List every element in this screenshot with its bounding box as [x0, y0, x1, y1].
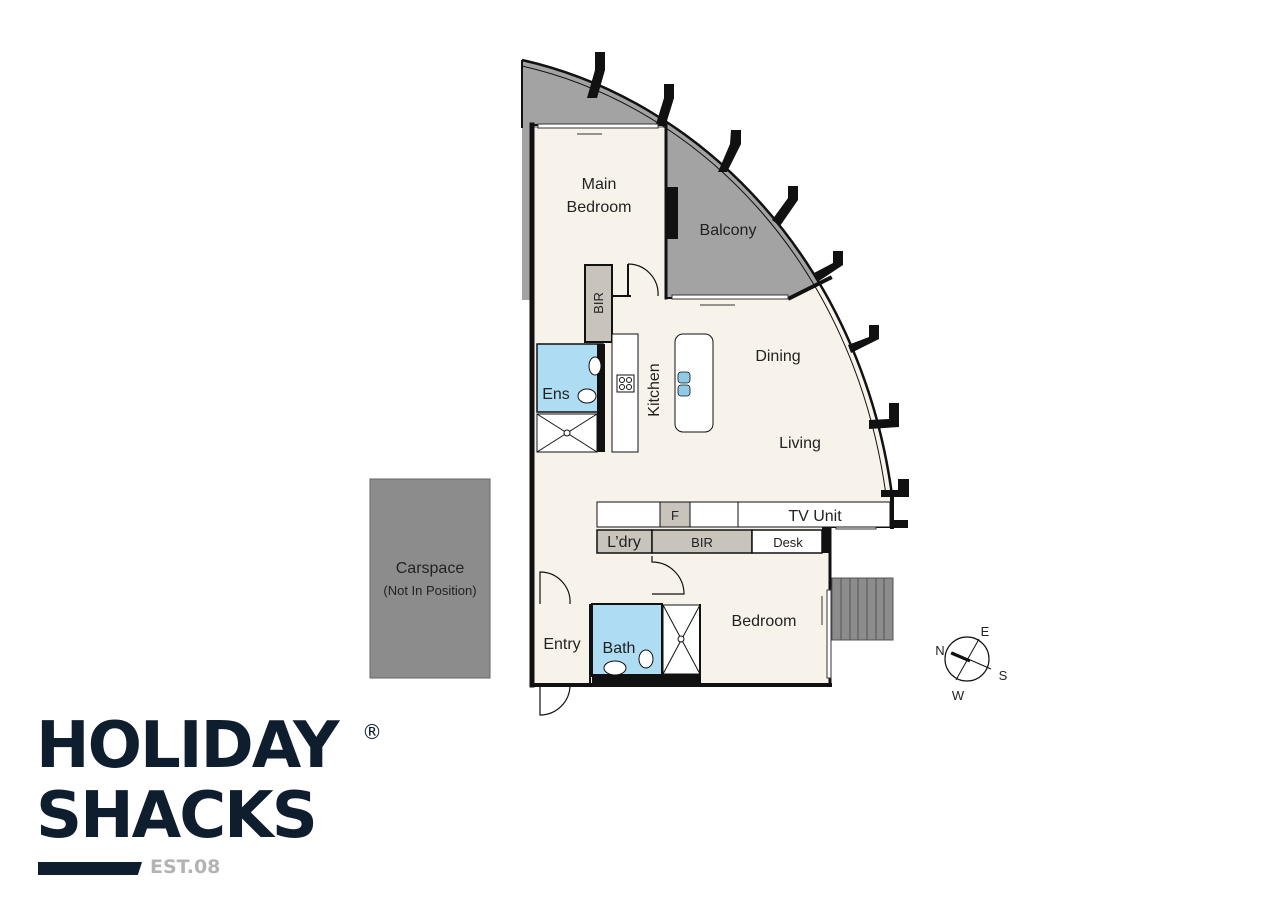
shower-icon [536, 413, 598, 453]
ensuite-label: Ens [542, 386, 570, 403]
bir-bedroom-label: BIR [691, 535, 713, 550]
kitchen-label: Kitchen [646, 363, 663, 416]
shower-icon [662, 604, 701, 675]
entry-label: Entry [543, 636, 580, 653]
compass: N E S W [935, 624, 1007, 703]
dining-label: Dining [755, 348, 800, 365]
carspace-note: (Not In Position) [383, 583, 476, 598]
cooktop-icon [616, 374, 635, 393]
compass-n: N [935, 643, 944, 658]
logo-established: EST.08 [150, 856, 221, 878]
logo-bar [38, 862, 142, 875]
sink-icon [677, 371, 691, 384]
toilet-icon [577, 388, 597, 404]
basin-icon [603, 660, 627, 676]
kitchen-bench [611, 333, 639, 453]
fridge-label: F [671, 508, 679, 523]
laundry-label: L’dry [607, 534, 641, 551]
carspace: Carspace (Not In Position) [369, 478, 491, 679]
compass-s: S [999, 668, 1008, 683]
logo-holiday: HOLIDAY [36, 709, 339, 783]
main-bedroom-label: Main [582, 176, 617, 193]
desk-label: Desk [773, 535, 803, 550]
carspace-label: Carspace [396, 560, 465, 577]
main-bedroom-label-2: Bedroom [567, 199, 632, 216]
balcony-label: Balcony [700, 222, 757, 239]
kitchen-island [674, 333, 714, 433]
bath-label: Bath [603, 640, 636, 657]
stairs [831, 577, 894, 641]
compass-w: W [952, 688, 965, 703]
tv-unit-row [596, 501, 891, 528]
tv-unit-label: TV Unit [788, 508, 842, 525]
compass-e: E [981, 624, 990, 639]
toilet-icon [638, 649, 654, 669]
logo-shacks: SHACKS [36, 779, 318, 853]
bir-main-label: BIR [591, 292, 606, 314]
bedroom-label: Bedroom [732, 613, 797, 630]
columns [587, 52, 909, 528]
registered-mark: ® [362, 720, 382, 744]
basin-icon [588, 356, 602, 376]
living-label: Living [779, 435, 821, 452]
